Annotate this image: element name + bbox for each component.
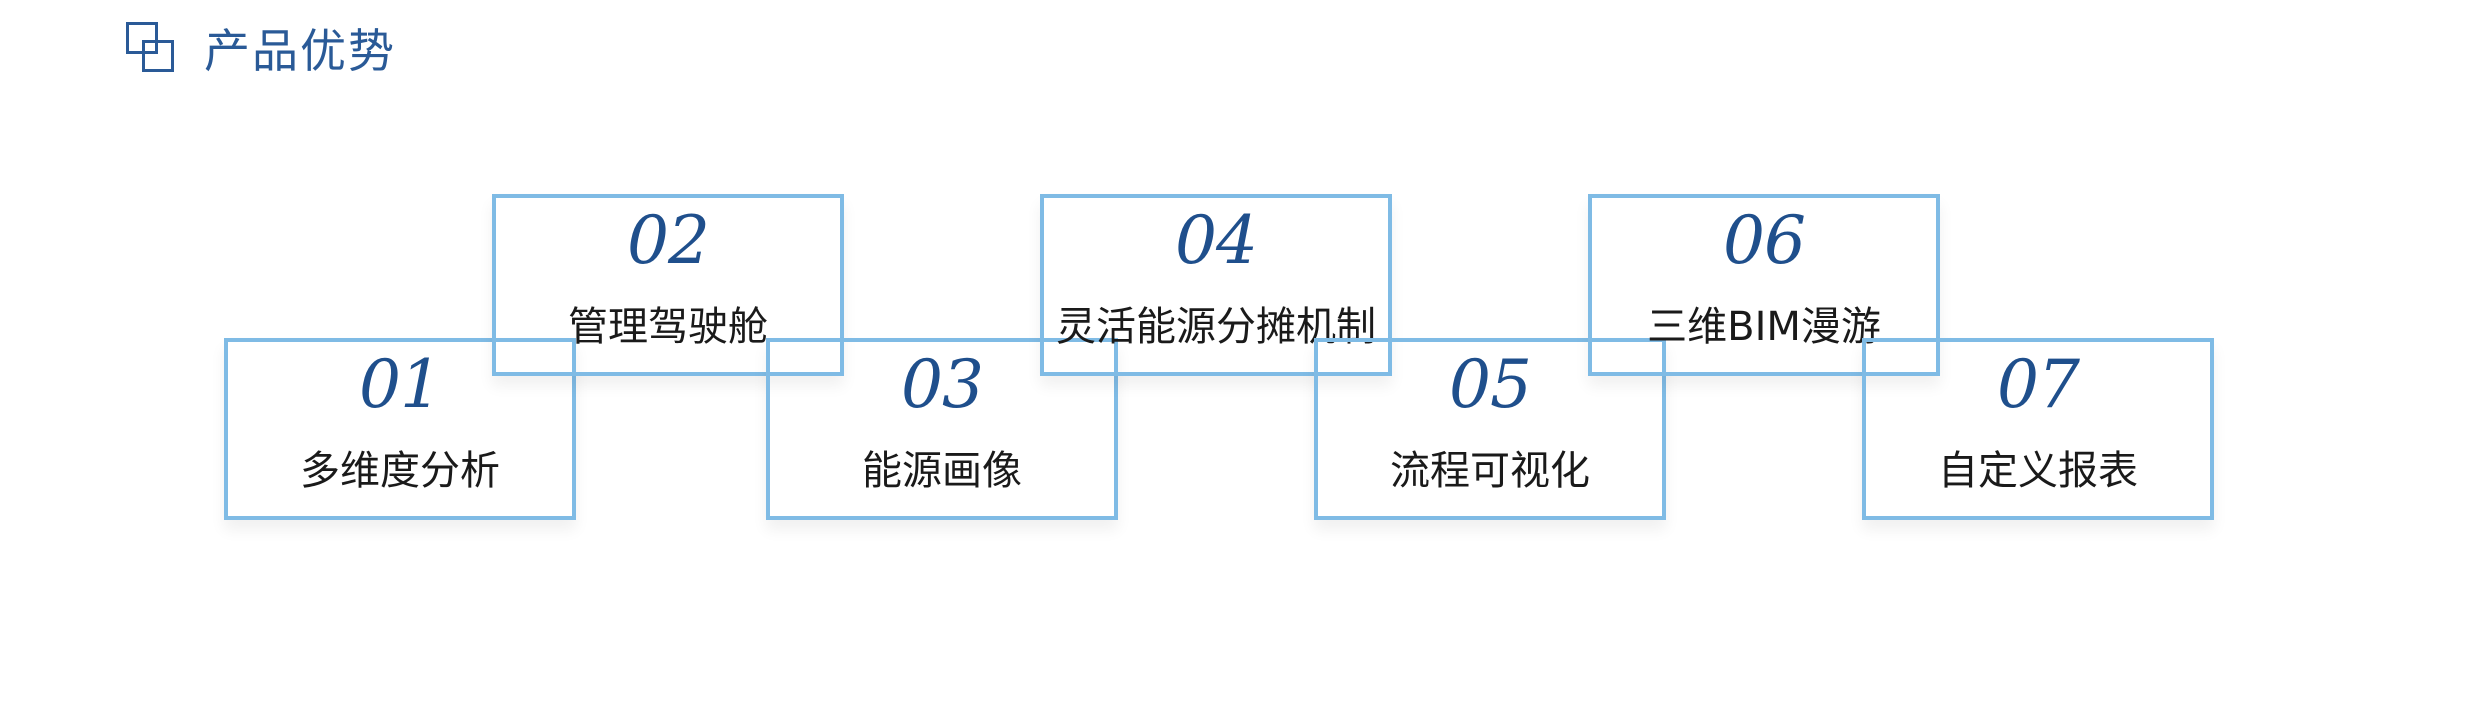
feature-number: 03: [901, 346, 984, 423]
feature-card-02: 02 管理驾驶舱: [492, 194, 844, 376]
feature-label: 流程可视化: [1390, 448, 1590, 494]
feature-label: 多维度分析: [300, 448, 500, 494]
feature-number: 06: [1723, 202, 1806, 279]
feature-label: 灵活能源分摊机制: [1056, 304, 1376, 350]
feature-card-04: 04 灵活能源分摊机制: [1040, 194, 1392, 376]
feature-card-06: 06 三维BIM漫游: [1588, 194, 1940, 376]
feature-number: 05: [1449, 346, 1532, 423]
feature-label: 能源画像: [862, 448, 1022, 494]
feature-card-03: 03 能源画像: [766, 338, 1118, 520]
feature-card-05: 05 流程可视化: [1314, 338, 1666, 520]
feature-card-01: 01 多维度分析: [224, 338, 576, 520]
feature-card-07: 07 自定义报表: [1862, 338, 2214, 520]
feature-number: 04: [1175, 202, 1258, 279]
feature-label: 管理驾驶舱: [568, 304, 768, 350]
section-header: 产品优势: [126, 18, 396, 78]
feature-label: 三维BIM漫游: [1647, 304, 1881, 350]
page-title: 产品优势: [204, 24, 396, 78]
two-squares-icon: [126, 22, 178, 74]
feature-label: 自定义报表: [1938, 448, 2138, 494]
feature-number: 02: [627, 202, 710, 279]
feature-number: 01: [359, 346, 442, 423]
feature-number: 07: [1997, 346, 2080, 423]
